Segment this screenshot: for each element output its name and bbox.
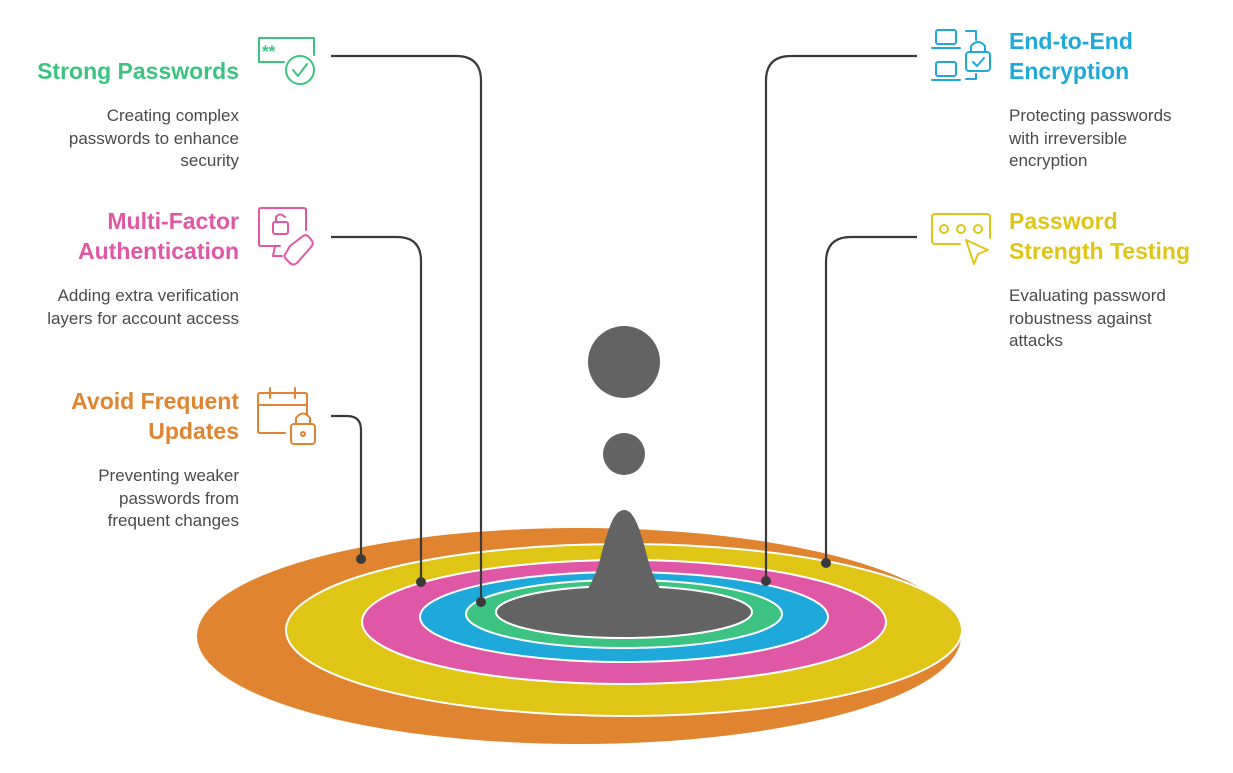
strong-passwords-description: Creating complex passwords to enhance se… xyxy=(68,106,239,170)
connector-dot-multi-factor xyxy=(416,577,426,587)
connector-strong-passwords xyxy=(331,54,483,602)
connector-dot-strength-testing xyxy=(821,558,831,568)
connector-dot-avoid-updates xyxy=(356,554,366,564)
password-check-icon: ** xyxy=(258,37,315,85)
encryption-title: End-to-End Encryption xyxy=(1009,28,1133,84)
connector-dot-encryption xyxy=(761,576,771,586)
connector-encryption xyxy=(764,54,917,581)
connector-multi-factor xyxy=(331,235,423,582)
encryption-description: Protecting passwords with irreversible e… xyxy=(1009,106,1172,170)
svg-text:**: ** xyxy=(262,42,276,61)
connector-dot-strong-passwords xyxy=(476,597,486,607)
strength-testing-title: Password Strength Testing xyxy=(1009,208,1191,264)
strong-passwords-title: Strong Passwords xyxy=(37,58,239,84)
laptops-lock-icon xyxy=(931,29,991,81)
multi-factor-title: Multi-Factor Authentication xyxy=(78,208,239,264)
drop-peak xyxy=(546,510,702,623)
connector-avoid-updates xyxy=(331,414,363,559)
multi-factor-description: Adding extra verification layers for acc… xyxy=(47,286,239,328)
calendar-lock-icon xyxy=(257,387,316,445)
avoid-updates-title: Avoid Frequent Updates xyxy=(71,388,239,444)
strength-testing-description: Evaluating password robustness against a… xyxy=(1009,286,1166,350)
avoid-updates-description: Preventing weaker passwords from frequen… xyxy=(98,466,239,530)
monitor-lock-phone-icon xyxy=(258,207,314,266)
password-cursor-icon xyxy=(931,213,991,265)
connector-strength-testing xyxy=(824,235,917,563)
drop-small-dot xyxy=(603,433,645,475)
drop-large-dot xyxy=(588,326,660,398)
